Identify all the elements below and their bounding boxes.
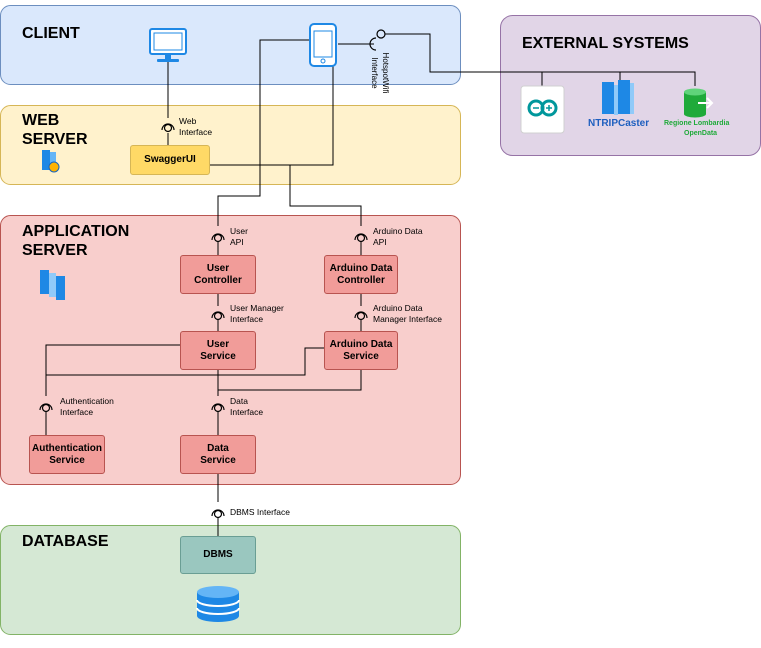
arduino-data-service-component: Arduino Data Service (324, 331, 398, 370)
client-lane-title: CLIENT (22, 25, 80, 42)
dbms-interface-label: DBMS Interface (230, 507, 290, 517)
opendata-label: OpenData (684, 130, 718, 137)
server-stack-icon (602, 80, 634, 115)
regione-lombardia-label: Regione Lombardia (664, 120, 730, 127)
server-stack-icon (40, 270, 65, 300)
database-lane-title: DATABASE (22, 533, 109, 550)
authentication-interface-socket (39, 403, 53, 413)
database-cylinder-icon (196, 586, 240, 622)
arduino-data-api-socket (354, 233, 368, 243)
arduino-data-manager-interface-socket (354, 311, 368, 321)
data-interface-label: Data Interface (230, 396, 264, 417)
database-lane (0, 525, 461, 635)
user-api-label: User API (230, 226, 248, 247)
web-interface-socket (161, 123, 175, 133)
hotspot-wifi-interface-label: HotspotWifi Interface (370, 52, 390, 94)
dbms-interface-socket (211, 509, 225, 519)
connectors (45, 33, 696, 536)
data-export-icon (684, 88, 714, 118)
user-service-component: User Service (180, 331, 256, 370)
data-interface-socket (211, 403, 225, 413)
authentication-interface-label: Authentication Interface (60, 396, 114, 417)
ntripcaster-label: NTRIPCaster (588, 118, 650, 129)
hotspot-wifi-interface-socket (369, 29, 386, 51)
monitor-icon (149, 28, 187, 62)
client-lane (0, 5, 461, 85)
user-manager-interface-socket (211, 311, 225, 321)
server-stack-icon (42, 150, 60, 173)
external-systems-lane-title: EXTERNAL SYSTEMS (522, 35, 689, 52)
web-interface-label: Web Interface (179, 116, 213, 137)
swaggerui-component: SwaggerUI (130, 145, 210, 175)
user-manager-interface-label: User Manager Interface (230, 303, 284, 324)
dbms-component: DBMS (180, 536, 256, 574)
arduino-data-controller-component: Arduino Data Controller (324, 255, 398, 294)
user-api-socket (211, 233, 225, 243)
application-server-lane-title: APPLICATION SERVER (22, 223, 130, 259)
web-server-lane-title: WEB SERVER (22, 112, 88, 148)
web-server-lane (0, 105, 461, 185)
arduino-data-manager-interface-label: Arduino Data Manager Interface (373, 303, 442, 324)
smartphone-icon (309, 23, 337, 67)
data-service-component: Data Service (180, 435, 256, 474)
arduino-logo-icon (520, 85, 565, 134)
authentication-service-component: Authentication Service (29, 435, 105, 474)
interface-symbols (39, 29, 386, 519)
user-controller-component: User Controller (180, 255, 256, 294)
arduino-data-api-label: Arduino Data API (373, 226, 423, 247)
